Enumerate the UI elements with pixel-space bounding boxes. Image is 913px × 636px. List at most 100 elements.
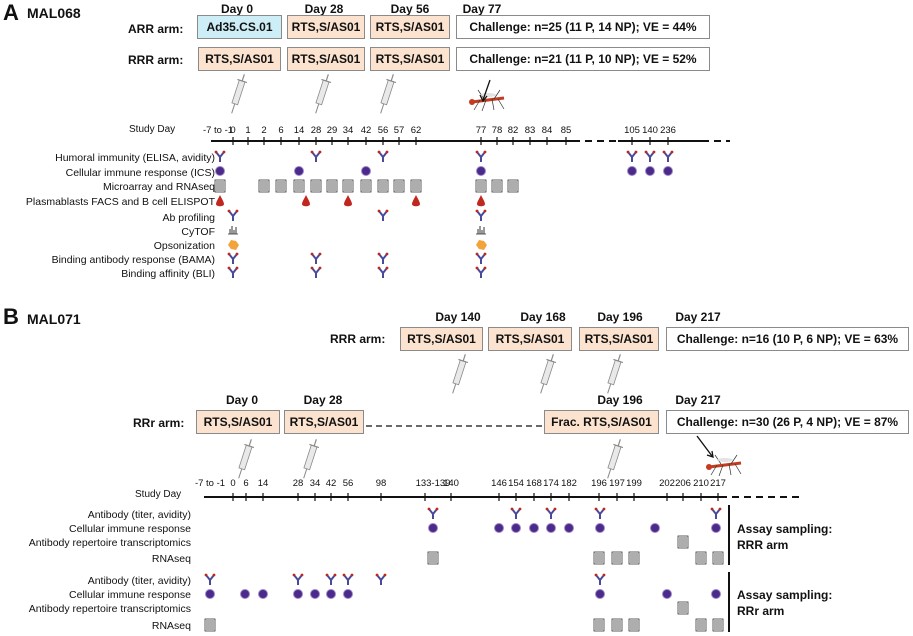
b-rrr-assay-repertoire: Antibody repertoire transcriptomics	[28, 537, 191, 549]
cell-icon	[205, 589, 215, 599]
antibody-icon	[309, 265, 323, 279]
a-rrr-challenge: Challenge: n=21 (11 P, 10 NP); VE = 52%	[456, 47, 710, 71]
a-assay-humoral: Humoral immunity (ELISA, avidity)	[55, 152, 215, 164]
mosquito-icon	[467, 88, 506, 113]
antibody-icon	[474, 149, 488, 163]
a-tick-label: 1	[245, 125, 250, 136]
cell-icon	[645, 166, 655, 176]
array-icon	[293, 179, 305, 193]
cytof-icon	[475, 225, 487, 235]
a-arr-dose-3: RTS,S/AS01	[370, 15, 450, 39]
a-day-77: Day 77	[462, 2, 502, 16]
syringe-icon	[238, 438, 255, 479]
b-rrrf-challenge: Challenge: n=30 (26 P, 4 NP); VE = 87%	[666, 410, 909, 434]
panel-a-study: MAL068	[27, 5, 81, 21]
cell-icon	[711, 523, 721, 533]
syringe-icon	[607, 438, 624, 479]
array-icon	[310, 179, 322, 193]
cell-icon	[361, 166, 371, 176]
array-icon	[326, 179, 338, 193]
a-assay-opsonization: Opsonization	[153, 240, 215, 252]
array-icon	[695, 551, 707, 565]
b-rrrf-day-196: Day 196	[597, 393, 643, 407]
arrow-head-icon	[706, 450, 714, 458]
antibody-icon	[309, 149, 323, 163]
arrow-icon	[482, 79, 491, 101]
cell-icon	[326, 589, 336, 599]
b-sampling-rrrf-line1: Assay sampling:	[737, 588, 833, 602]
syringe-icon	[607, 353, 624, 394]
panel-b-study: MAL071	[27, 311, 81, 327]
mosquito-icon	[704, 453, 743, 478]
b-tick-label: 56	[343, 478, 354, 489]
opsonization-icon	[228, 240, 239, 250]
cell-icon	[564, 523, 574, 533]
antibody-icon	[643, 149, 657, 163]
b-rrr-assay-rnaseq: RNAseq	[151, 553, 191, 565]
antibody-icon	[341, 572, 355, 586]
b-tick-label: 174	[543, 478, 559, 489]
b-tick-label: 206	[675, 478, 691, 489]
cell-icon	[711, 589, 721, 599]
b-rrrf-dose-1: RTS,S/AS01	[196, 410, 280, 434]
b-tick-label: 0	[230, 478, 235, 489]
b-rrr-day-140: Day 140	[435, 310, 481, 324]
b-rrr-dose-2: RTS,S/AS01	[488, 327, 572, 351]
b-tick-label: -7 to -1	[195, 478, 225, 489]
array-icon	[628, 551, 640, 565]
blood-drop-icon	[477, 195, 485, 207]
panel-a-letter: A	[3, 0, 19, 25]
antibody-icon	[226, 251, 240, 265]
b-tick-label: 133-139	[416, 478, 451, 489]
array-icon	[204, 618, 216, 632]
antibody-icon	[593, 572, 607, 586]
a-tick-label: 83	[525, 125, 536, 136]
cell-icon	[310, 589, 320, 599]
a-tick-label: 84	[542, 125, 553, 136]
array-icon	[475, 179, 487, 193]
a-tick-label: 82	[508, 125, 519, 136]
cell-icon	[663, 166, 673, 176]
array-icon	[410, 179, 422, 193]
a-arr-dose-1: Ad35.CS.01	[197, 15, 282, 39]
array-icon	[377, 179, 389, 193]
blood-drop-icon	[302, 195, 310, 207]
b-tick-label: 154	[508, 478, 524, 489]
b-rrr-day-196: Day 196	[597, 310, 643, 324]
a-rrr-label: RRR arm:	[128, 53, 184, 67]
b-rrr-dose-1: RTS,S/AS01	[400, 327, 483, 351]
array-icon	[695, 618, 707, 632]
array-icon	[491, 179, 503, 193]
array-icon	[342, 179, 354, 193]
a-tick-label: 77	[476, 125, 487, 136]
a-tick-label: 2	[261, 125, 266, 136]
antibody-icon	[661, 149, 675, 163]
b-rrrf-label: RRr arm:	[133, 416, 185, 430]
b-tick-label: 34	[310, 478, 321, 489]
b-rrrf-assay-cellular: Cellular immune response	[69, 589, 191, 601]
array-icon	[258, 179, 270, 193]
array-icon	[677, 601, 689, 615]
antibody-icon	[213, 149, 227, 163]
cytof-icon	[227, 225, 239, 235]
syringe-icon	[303, 438, 320, 479]
a-assay-microarray: Microarray and RNAseq	[102, 181, 215, 193]
b-rrr-assay-cellular: Cellular immune response	[69, 523, 191, 535]
b-rrrf-assay-rnaseq: RNAseq	[151, 620, 191, 632]
array-icon	[677, 535, 689, 549]
a-tick-label: 62	[411, 125, 422, 136]
a-tick-label: 105	[624, 125, 640, 136]
array-icon	[628, 618, 640, 632]
b-tick-label: 98	[376, 478, 387, 489]
b-tick-label: 28	[293, 478, 304, 489]
a-tick-label: -7 to -1	[203, 125, 233, 136]
b-sampling-rrrf-line2: RRr arm	[737, 604, 785, 618]
b-tick-label: 196	[591, 478, 607, 489]
cell-icon	[240, 589, 250, 599]
cell-icon	[650, 523, 660, 533]
b-tick-label: 6	[243, 478, 248, 489]
a-day-56: Day 56	[390, 2, 430, 16]
b-tick-label: 14	[258, 478, 269, 489]
a-day-0: Day 0	[220, 2, 254, 16]
